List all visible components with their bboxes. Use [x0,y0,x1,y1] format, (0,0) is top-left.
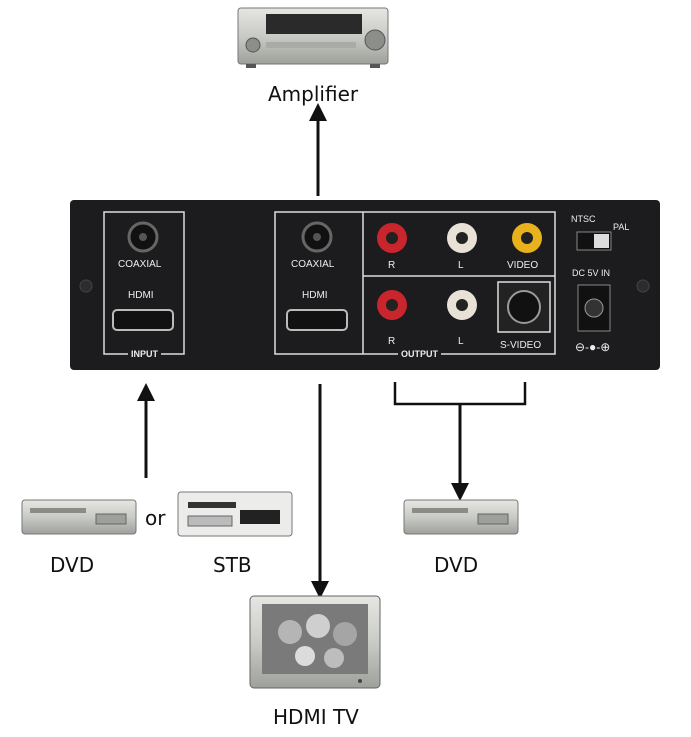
stb-icon [177,491,293,537]
output-hdmi-port [286,309,348,331]
converter-panel [70,200,660,370]
hdmi-tv-icon [249,595,381,689]
dvd-player-input-icon [21,499,137,535]
dvd-output-label: DVD [434,553,479,577]
input-hdmi-port [112,309,174,331]
or-label: or [145,506,166,530]
stb-label: STB [213,553,252,577]
dc-power-jack [577,284,611,332]
dvd-player-output-icon [403,499,519,535]
amplifier-label: Amplifier [268,82,359,106]
output-bracket [393,382,527,406]
amplifier-icon [237,7,389,68]
dvd-input-label: DVD [50,553,95,577]
hdmi-tv-label: HDMI TV [273,705,359,729]
